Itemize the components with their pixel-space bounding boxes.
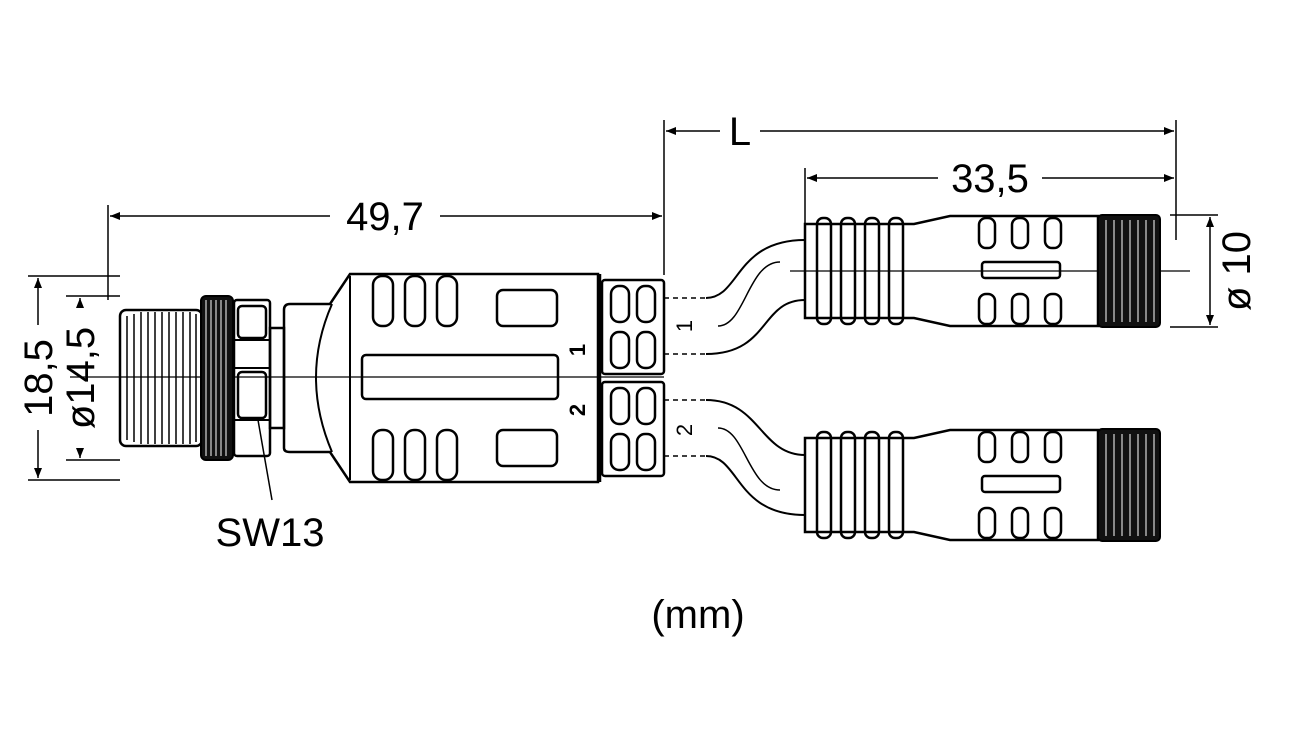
male-connector	[118, 295, 286, 461]
port-1-label: 1	[565, 344, 590, 356]
units-label: (mm)	[651, 593, 744, 637]
dimension-outer-width-label: 18,5	[17, 339, 61, 417]
dimension-socket-diameter: ø 10	[1170, 214, 1259, 328]
dimension-socket-diameter-label: ø 10	[1215, 231, 1259, 311]
female-socket-2	[803, 428, 1161, 542]
splitter-body: 1 2	[282, 272, 666, 484]
dimension-socket-length-label: 33,5	[951, 157, 1029, 201]
port-2-label: 2	[565, 404, 590, 416]
dimension-L: L	[663, 110, 1177, 275]
cable-2-label: 2	[672, 424, 697, 436]
dimension-L-label: L	[729, 110, 751, 154]
cable-2: 2	[664, 399, 806, 516]
cable-1: 1	[664, 239, 806, 355]
dimension-socket-length: 33,5	[804, 157, 1177, 240]
cable-1-label: 1	[672, 320, 697, 332]
wrench-size-callout: SW13	[216, 419, 325, 555]
wrench-size-label: SW13	[216, 511, 325, 555]
dimension-thread-diameter: ø14,5	[59, 295, 120, 461]
dimension-splitter-length-label: 49,7	[346, 195, 424, 239]
dimension-splitter-length: 49,7	[107, 195, 662, 300]
thread-lines	[126, 312, 197, 444]
dimension-thread-diameter-label: ø14,5	[59, 327, 103, 429]
dimension-outer-width: 18,5	[17, 275, 120, 481]
female-socket-1	[790, 214, 1190, 328]
